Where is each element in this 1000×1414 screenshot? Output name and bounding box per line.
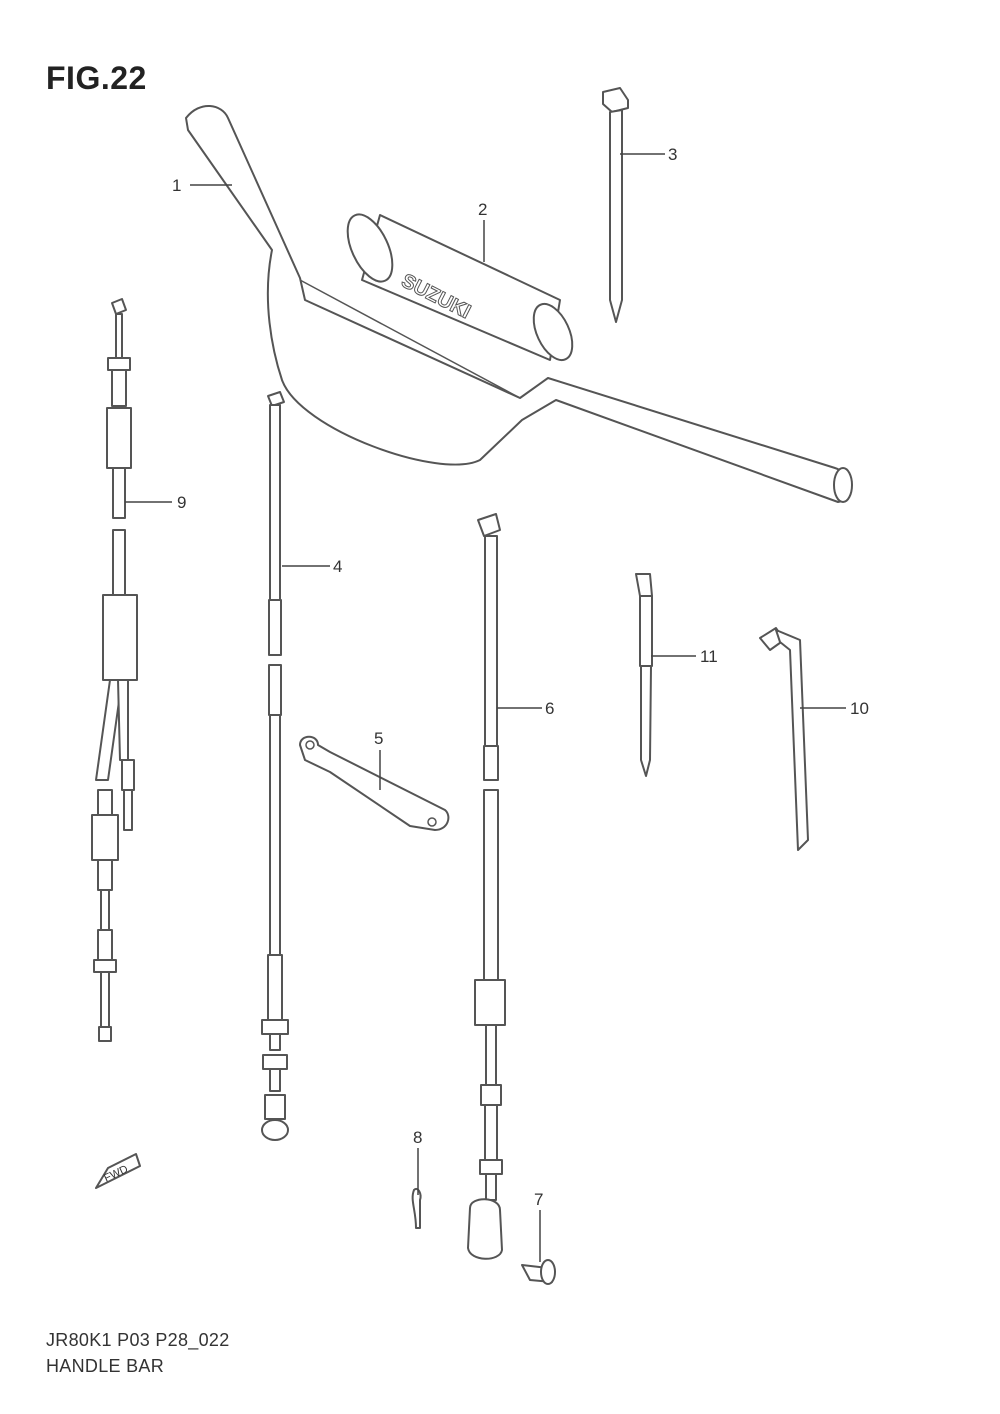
callout-11: 11 [700,647,718,666]
part-handlebar-pad: SUZUKI [346,213,574,362]
part-cable-4 [261,391,289,1141]
part-cotter-pin [411,1188,422,1229]
fwd-label: FWD [102,1163,130,1184]
callout-numbers: 1 2 3 4 5 6 7 8 9 10 11 [172,145,869,1209]
callout-3: 3 [668,145,677,164]
part-cable-6 [467,513,506,1260]
part-cable-tie-small [635,573,653,777]
part-cable-9 [91,298,138,1042]
callout-4: 4 [333,557,342,576]
figure-title: FIG.22 [46,60,147,96]
callout-1: 1 [172,176,181,195]
footer-code: JR80K1 P03 P28_022 [46,1330,230,1350]
fwd-arrow: FWD [95,1153,141,1189]
part-handlebar [185,105,853,503]
part-cable-tie-upper [602,87,629,323]
callout-6: 6 [545,699,554,718]
callout-5: 5 [374,729,383,748]
footer-name: HANDLE BAR [46,1356,165,1376]
leader-lines [125,153,846,1262]
part-bracket [299,735,450,831]
callout-8: 8 [413,1128,422,1147]
callout-10: 10 [850,699,869,718]
part-cable-tie-hook [759,627,809,851]
callout-9: 9 [177,493,186,512]
part-pin [521,1259,556,1285]
callout-2: 2 [478,200,487,219]
callout-7: 7 [534,1190,543,1209]
